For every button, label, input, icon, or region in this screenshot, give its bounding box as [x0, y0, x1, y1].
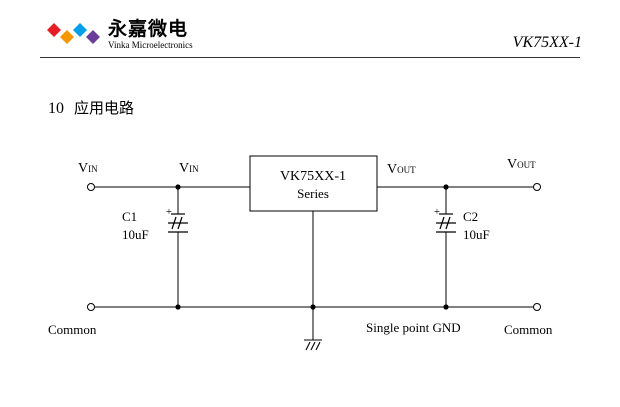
brand-name-chinese: 永嘉微电: [108, 18, 189, 40]
chip-label: VK75XX-1: [280, 169, 346, 184]
ground-symbol: [304, 339, 322, 351]
c1-polarity-plus: +: [166, 206, 172, 218]
vin-node-label: VIN: [179, 161, 199, 176]
common-label-right: Common: [504, 322, 553, 337]
junction-dot: [310, 304, 316, 310]
page-header: 永嘉微电 Vinka Microelectronics VK75XX-1: [0, 0, 620, 60]
vinka-logo-icon: [47, 23, 100, 44]
regulator-chip-box: [249, 155, 378, 212]
brand-name-english: Vinka Microelectronics: [108, 40, 193, 50]
single-point-gnd-label: Single point GND: [366, 320, 461, 335]
section-heading: 10 应用电路: [48, 97, 134, 118]
document-title: VK75XX-1: [512, 34, 582, 51]
c2-name-label: C2: [463, 209, 478, 224]
c2-polarity-plus: +: [434, 206, 440, 218]
vin-terminal-label: VIN: [78, 161, 98, 176]
c2-value-label: 10uF: [463, 227, 490, 242]
common-terminal-left: [87, 303, 95, 311]
vout-terminal-label: VOUT: [507, 157, 536, 172]
junction-dot: [175, 304, 181, 310]
section-number: 10: [48, 100, 64, 117]
capacitor-c2-symbol: [436, 213, 456, 233]
common-label-left: Common: [48, 322, 97, 337]
vin-terminal: [87, 183, 95, 191]
junction-dot: [175, 184, 181, 190]
c1-value-label: 10uF: [122, 227, 149, 242]
section-title: 应用电路: [74, 99, 135, 117]
capacitor-c1-symbol: [168, 213, 188, 233]
header-divider: [40, 57, 580, 58]
c1-name-label: C1: [122, 209, 137, 224]
junction-dot: [443, 304, 449, 310]
common-terminal-right: [533, 303, 541, 311]
chip-series-label: Series: [297, 186, 329, 201]
junction-dot: [443, 184, 449, 190]
vout-terminal: [533, 183, 541, 191]
vout-node-label: VOUT: [387, 162, 416, 177]
